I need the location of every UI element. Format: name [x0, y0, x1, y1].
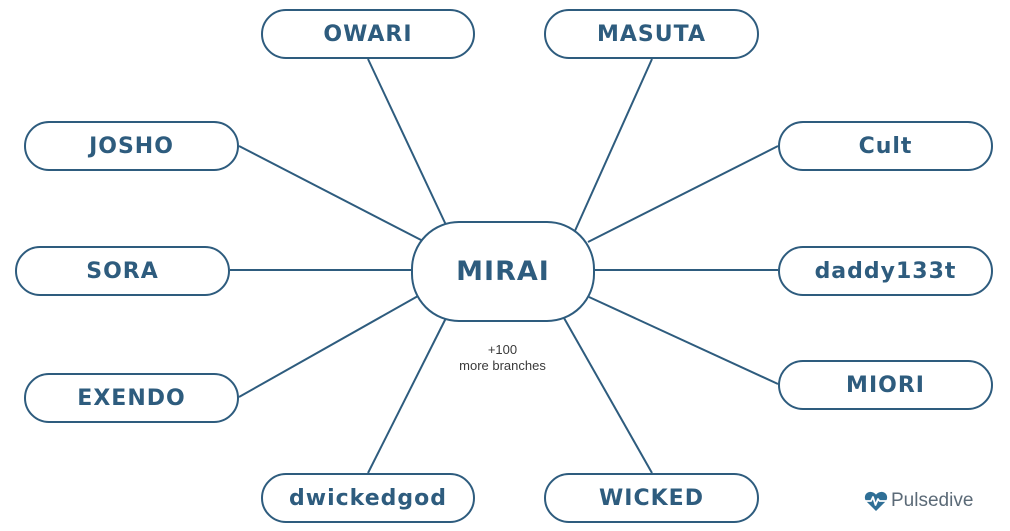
edge-owari: [367, 58, 447, 226]
branch-node-owari: OWARI: [261, 9, 475, 59]
edge-masuta: [573, 58, 653, 234]
more-branches-note: +100 more branches: [430, 342, 575, 374]
pulsedive-logo: Pulsedive: [864, 488, 973, 514]
brand-name: Pulsedive: [891, 490, 974, 511]
more-branches-count: +100: [487, 342, 518, 357]
branch-node-josho: JOSHO: [24, 121, 239, 171]
branch-node-exendo: EXENDO: [24, 373, 239, 423]
edge-wicked: [563, 317, 653, 474]
more-branches-text: more branches: [459, 358, 546, 373]
branch-node-daddy133t: daddy133t: [778, 246, 993, 296]
branch-node-masuta: MASUTA: [544, 9, 759, 59]
branch-node-wicked: WICKED: [544, 473, 759, 523]
branch-node-sora: SORA: [15, 246, 230, 296]
branch-node-cult: Cult: [778, 121, 993, 171]
branch-node-dwickedgod: dwickedgod: [261, 473, 475, 523]
edge-cult: [587, 145, 779, 243]
edge-josho: [238, 145, 424, 242]
center-node-mirai: MIRAI: [411, 221, 595, 322]
edge-dwickedgod: [367, 317, 447, 474]
edge-exendo: [238, 295, 419, 398]
branch-node-miori: MIORI: [778, 360, 993, 410]
edge-miori: [588, 296, 779, 385]
heart-pulse-icon: [864, 491, 888, 511]
